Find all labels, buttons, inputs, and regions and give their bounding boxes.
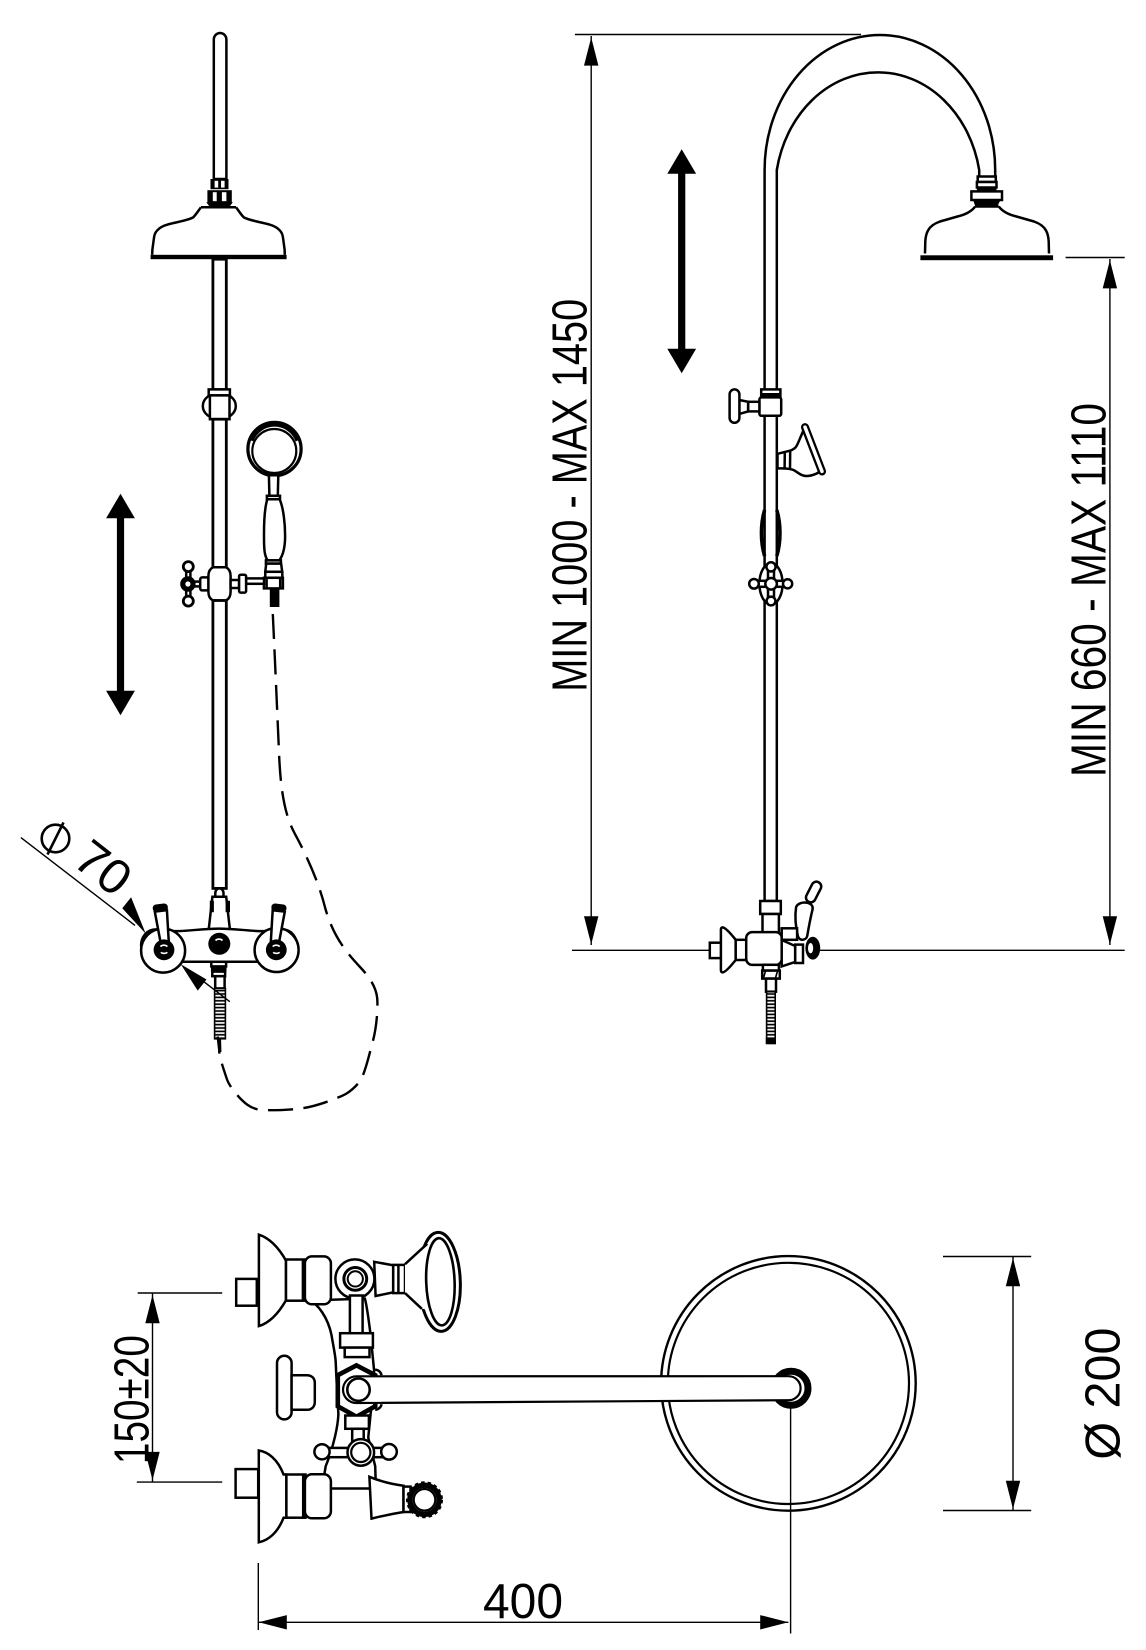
svg-text:MIN 660 - MAX 1110: MIN 660 - MAX 1110 xyxy=(1063,403,1117,777)
svg-text:150±20: 150±20 xyxy=(105,1335,159,1464)
svg-text:Ø 200: Ø 200 xyxy=(1076,1328,1130,1460)
svg-text:400: 400 xyxy=(483,1575,563,1629)
svg-text:MIN 1000 - MAX 1450: MIN 1000 - MAX 1450 xyxy=(544,299,598,692)
